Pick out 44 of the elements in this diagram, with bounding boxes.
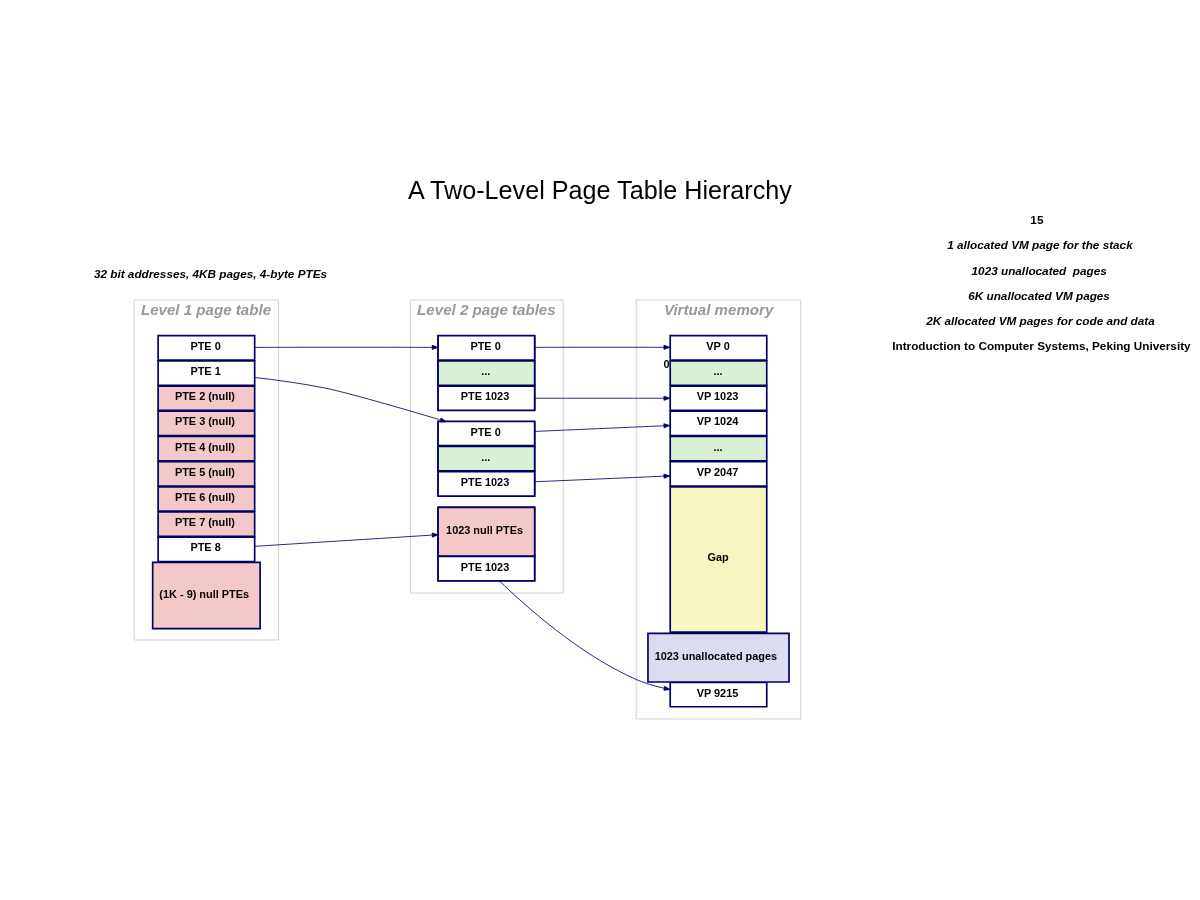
node-box: VP 2047 xyxy=(669,460,768,487)
node-box: PTE 1023 xyxy=(437,555,536,582)
node-box: VP 9215 xyxy=(669,681,768,708)
node-box: VP 0 xyxy=(669,334,768,361)
node-box: PTE 1 xyxy=(157,359,256,386)
arrow xyxy=(534,395,671,401)
node-box: PTE 0 xyxy=(437,420,536,446)
label: 2K allocated VM pages for code and data xyxy=(926,313,1155,327)
node-box: ... xyxy=(669,359,768,386)
node-box: PTE 1023 xyxy=(437,470,536,497)
node-box: PTE 3 (null) xyxy=(157,409,256,436)
node-box: VP 1023 xyxy=(669,384,768,411)
label: Introduction to Computer Systems, Peking University xyxy=(892,338,1191,352)
arrow xyxy=(534,344,671,350)
arrow xyxy=(499,580,671,691)
label: 6K unallocated VM pages xyxy=(968,288,1110,302)
node-box: PTE 4 (null) xyxy=(157,435,256,462)
node-box: PTE 0 xyxy=(157,334,256,361)
label: 15 xyxy=(1030,212,1044,226)
arrow xyxy=(254,376,447,422)
node-box: ... xyxy=(669,435,768,462)
node-box: (1K - 9) null PTEs xyxy=(151,561,261,629)
label: 1023 unallocated pages xyxy=(971,263,1107,277)
node-box: ... xyxy=(437,359,536,386)
node-box: PTE 8 xyxy=(157,535,256,562)
node-label: 0 xyxy=(663,357,670,370)
node-box: PTE 7 (null) xyxy=(157,510,256,537)
node-box: 1023 null PTEs xyxy=(437,506,536,557)
arrow xyxy=(254,344,439,350)
arrow xyxy=(534,422,671,432)
label: 1 allocated VM page for the stack xyxy=(947,237,1133,251)
node-box: Gap xyxy=(669,485,768,633)
node-box: PTE 2 (null) xyxy=(157,384,256,411)
node-box: PTE 1023 xyxy=(437,384,536,411)
arrow xyxy=(254,532,439,547)
node-box: 1023 unallocated pages xyxy=(647,631,790,683)
label: 32 bit addresses, 4KB pages, 4-byte PTEs xyxy=(93,266,328,280)
node-box: PTE 5 (null) xyxy=(157,460,256,487)
node-box: PTE 0 xyxy=(437,334,536,361)
node-box: ... xyxy=(437,445,536,472)
node-box: PTE 6 (null) xyxy=(157,485,256,512)
diagram-title: A Two-Level Page Table Hierarchy xyxy=(408,175,792,204)
arrow xyxy=(534,473,671,482)
node-box: VP 1024 xyxy=(669,409,768,436)
